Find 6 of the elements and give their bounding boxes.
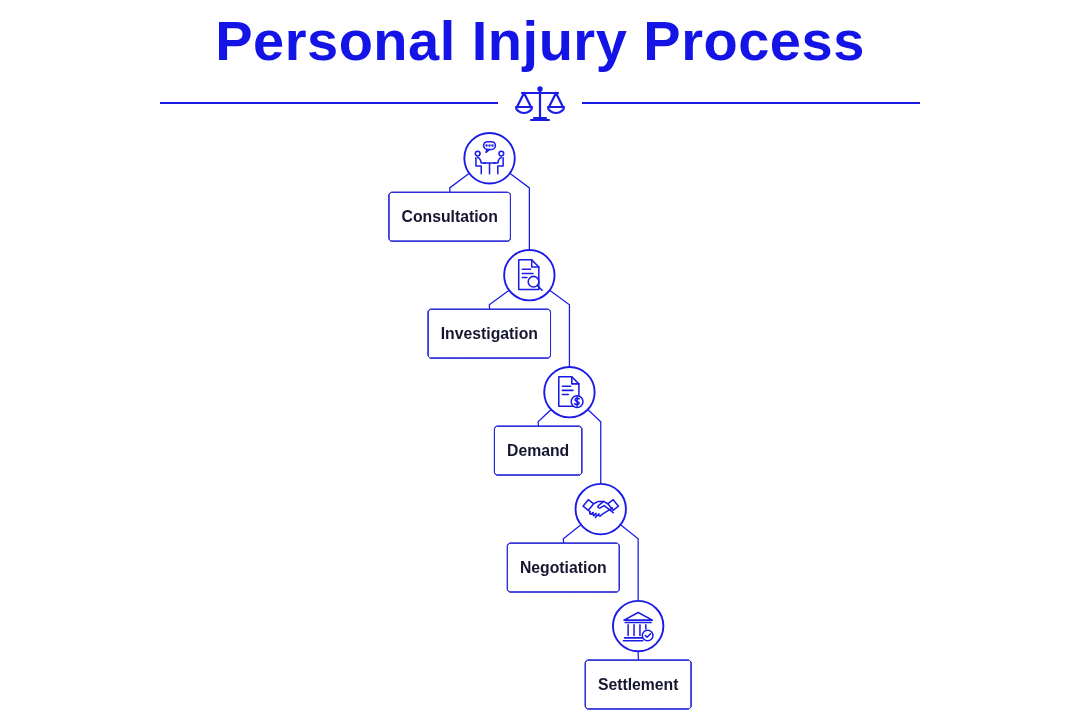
step-label: Demand xyxy=(507,440,570,461)
diagram-title: Personal Injury Process xyxy=(214,8,866,74)
step-label: Settlement xyxy=(597,674,679,695)
step-label: Consultation xyxy=(401,206,498,228)
step-label: Investigation xyxy=(440,323,538,345)
step-label: Negotiation xyxy=(519,557,607,578)
